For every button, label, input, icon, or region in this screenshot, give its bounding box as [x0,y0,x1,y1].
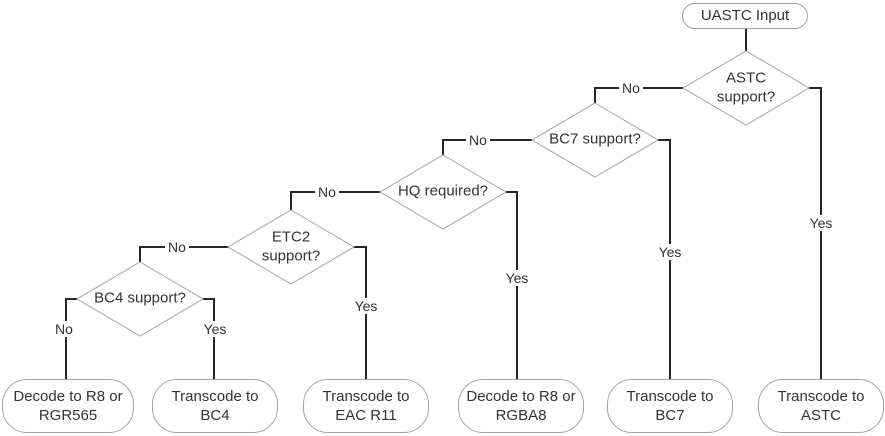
edge-bc4-no [65,298,77,379]
terminal-transcode-astc: Transcode to ASTC [758,379,884,433]
edge-label-astc-no: No [619,80,643,96]
edge-etc2-no [139,246,228,262]
decision-shape-bc4 [76,261,204,337]
decision-bc7: BC7 support? [549,130,641,148]
edge-label-bc4-yes: Yes [200,321,230,337]
edge-label-bc7-no: No [466,132,490,148]
decision-hq: HQ required? [397,182,489,200]
edge-astc-yes [809,87,822,379]
terminal-transcode-eac-r11: Transcode to EAC R11 [303,379,429,433]
edge-label-etc2-yes: Yes [351,298,381,314]
edge-label-hq-yes: Yes [502,270,532,286]
edge-label-etc2-no: No [165,239,189,255]
edge-label-bc7-yes: Yes [655,244,685,260]
decision-shape-astc [682,50,810,126]
edge-astc-no [594,87,683,103]
edge-label-hq-no: No [315,184,339,200]
decision-bc4: BC4 support? [94,289,186,307]
decision-etc2: ETC2 support? [261,228,321,264]
edge-etc2-yes [354,246,367,379]
edge-bc7-yes [658,139,671,379]
edge-bc7-no [442,139,532,155]
decision-shape-etc2 [227,209,355,285]
decision-shape-bc7 [531,102,659,178]
terminal-decode-r8-rgr565: Decode to R8 or RGR565 [2,379,134,433]
terminal-transcode-bc7: Transcode to BC7 [607,379,733,433]
decision-astc: ASTC support? [716,69,776,105]
terminal-decode-r8-rgba8: Decode to R8 or RGBA8 [458,379,584,433]
decision-shape-hq [379,154,507,230]
edge-label-astc-yes: Yes [806,215,836,231]
edge-label-bc4-no: No [52,321,76,337]
edge-hq-no [290,191,380,210]
edge-bc4-yes [203,298,215,379]
terminal-transcode-bc4: Transcode to BC4 [152,379,278,433]
start-node: UASTC Input [682,3,808,29]
edge-hq-yes [506,191,518,379]
